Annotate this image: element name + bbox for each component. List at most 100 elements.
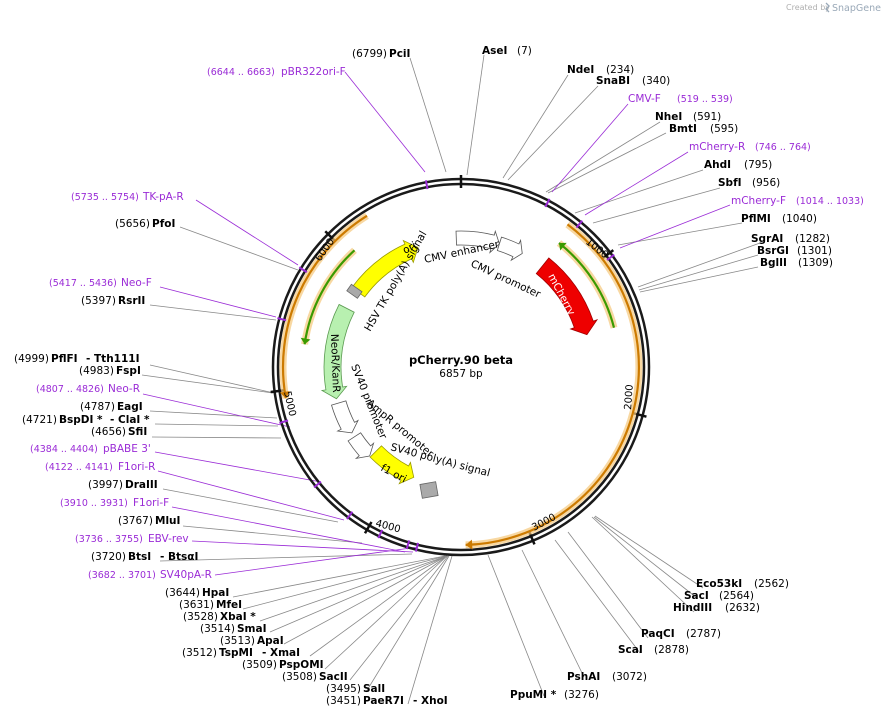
site-name[interactable]: NdeI [567, 64, 594, 76]
site-name[interactable]: ScaI [618, 644, 643, 656]
primer-mark[interactable] [424, 180, 429, 190]
primer-mark[interactable] [544, 198, 551, 208]
sv40-polya-feature[interactable] [419, 481, 439, 499]
site-name[interactable]: HpaI [202, 587, 229, 599]
orf-mcherry-long-line [465, 223, 641, 546]
site-name[interactable]: HindIII [673, 602, 712, 614]
site-name[interactable]: SbfI [718, 177, 742, 189]
cmv-enhancer-feature[interactable] [455, 229, 500, 254]
site-pos: (1301) [797, 245, 832, 257]
site-name[interactable]: PaeR7I [363, 695, 404, 707]
neor-kanr-feature[interactable] [320, 303, 355, 400]
primer-mark[interactable] [346, 511, 354, 520]
site-extra[interactable]: - XmaI [262, 647, 300, 659]
primer-mark[interactable] [606, 253, 615, 261]
site-extra[interactable]: - Tth111I [86, 353, 140, 365]
orf-neo-inner[interactable] [300, 247, 357, 345]
cmv-promoter-feature[interactable] [496, 236, 523, 262]
primer-name[interactable]: TK-pA-R [142, 191, 184, 203]
site-name[interactable]: BspDI * [59, 414, 103, 426]
primer-mark[interactable] [414, 542, 420, 552]
site-pos: (3997) [88, 479, 123, 491]
primer-name[interactable]: pBABE 3' [103, 443, 151, 455]
site-extra[interactable]: - BtsαI [160, 551, 198, 563]
site-name[interactable]: SnaBI [596, 75, 630, 87]
site-name[interactable]: DraIII [125, 479, 158, 491]
mcherry-feature[interactable] [535, 257, 599, 336]
site-name[interactable]: AhdI [704, 159, 731, 171]
primer-name[interactable]: mCherry-F [731, 195, 786, 207]
site-name[interactable]: FspI [116, 365, 141, 377]
site-name[interactable]: SalI [363, 683, 385, 695]
site-name[interactable]: BglII [760, 257, 787, 269]
orf-mcherry-long[interactable] [465, 221, 643, 550]
site-name[interactable]: EagI [117, 401, 143, 413]
primer-mark[interactable] [277, 317, 287, 322]
site-name[interactable]: PshAI [567, 671, 600, 683]
tick-label-1000: 1000 [583, 237, 610, 261]
site-name[interactable]: SacI [684, 590, 709, 602]
site-extra[interactable]: - ClaI * [110, 414, 150, 426]
site-name[interactable]: PfoI [152, 218, 175, 230]
site-name[interactable]: PaqCI [641, 628, 675, 640]
site-name[interactable]: AseI [482, 45, 507, 57]
site-name[interactable]: BmtI [669, 123, 697, 135]
orf-neo-outer-line [281, 214, 368, 399]
site-name[interactable]: MfeI [216, 599, 242, 611]
site-pos: (2787) [686, 628, 721, 640]
site-name[interactable]: NheI [655, 111, 682, 123]
orf-neo-outer[interactable] [279, 212, 369, 399]
primer-name[interactable]: CMV-F [628, 93, 661, 105]
site-pos: (2878) [654, 644, 689, 656]
f1-ori-feature[interactable] [369, 445, 415, 485]
site-name[interactable]: RsrII [118, 295, 145, 307]
ampr-promoter-feature[interactable] [347, 432, 375, 460]
hsv-tk-polya-feature[interactable] [346, 283, 363, 299]
primer-name[interactable]: pBR322ori-F [281, 66, 346, 78]
primer-mark[interactable] [377, 529, 384, 539]
site-name[interactable]: PflFI [51, 353, 78, 365]
tick-label-2000: 2000 [623, 384, 636, 410]
site-name[interactable]: BsrGI [757, 245, 789, 257]
primer-mark[interactable] [575, 220, 583, 229]
site-name[interactable]: SmaI [237, 623, 267, 635]
site-pos: (340) [642, 75, 670, 87]
site-name[interactable]: SacII [319, 671, 348, 683]
site-name[interactable]: SfiI [128, 426, 147, 438]
site-pos: (3512) [182, 647, 217, 659]
site-name[interactable]: SgrAI [751, 233, 783, 245]
primer-mark[interactable] [279, 419, 289, 424]
site-name[interactable]: PspOMI [279, 659, 324, 671]
primer-name[interactable]: SV40pA-R [160, 569, 212, 581]
primer-name[interactable]: Neo-R [108, 383, 140, 395]
site-name[interactable]: BtsI [128, 551, 151, 563]
primer-range: (3736 .. 3755) [75, 534, 143, 545]
tick-label-4000: 4000 [374, 518, 401, 535]
plasmid-name: pCherry.90 beta [409, 353, 513, 367]
orf-mcherry-inner[interactable] [556, 240, 618, 329]
primer-mark[interactable] [405, 540, 411, 550]
site-name[interactable]: PciI [389, 48, 410, 60]
site-pos: (4983) [79, 365, 114, 377]
credit: Created by SnapGene [786, 2, 881, 14]
ori-feature[interactable] [351, 239, 419, 298]
sv40-promoter-feature[interactable] [331, 400, 359, 434]
primer-name[interactable]: F1ori-R [118, 461, 155, 473]
primer-name[interactable]: EBV-rev [148, 533, 189, 545]
site-name[interactable]: PpuMI * [510, 689, 557, 701]
site-name[interactable]: MluI [155, 515, 180, 527]
primer-mark[interactable] [298, 266, 308, 273]
primer-name[interactable]: F1ori-F [133, 497, 169, 509]
primer-name[interactable]: mCherry-R [689, 141, 745, 153]
primer-name[interactable]: Neo-F [121, 277, 152, 289]
site-pos: (595) [710, 123, 738, 135]
site-name[interactable]: TspMI [219, 647, 253, 659]
site-name[interactable]: XbaI * [220, 611, 256, 623]
site-extra[interactable]: - XhoI [413, 695, 448, 707]
orf-mcherry-long-arrowhead [465, 539, 473, 550]
primer-mark[interactable] [313, 480, 322, 489]
site-name[interactable]: Eco53kI [696, 578, 742, 590]
site-name[interactable]: PflMI [741, 213, 771, 225]
site-name[interactable]: ApaI [257, 635, 284, 647]
